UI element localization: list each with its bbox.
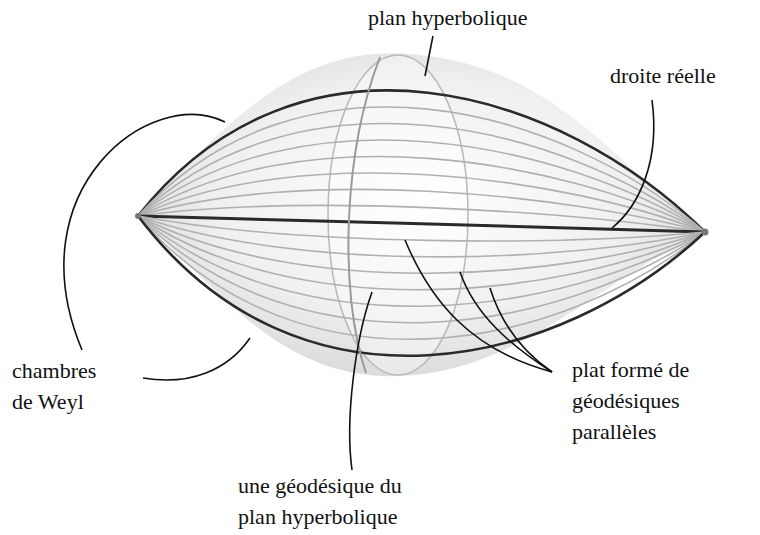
callout-label: droite réelle bbox=[610, 60, 756, 91]
geodesic bbox=[138, 216, 705, 323]
callout-label-box: une géodésique du plan hyperbolique bbox=[238, 470, 443, 532]
callout-label-box: plan hyperbolique bbox=[368, 2, 598, 33]
leader-line bbox=[143, 338, 250, 380]
leader-line bbox=[64, 115, 225, 350]
callout-label-box: plat formé de géodésiques parallèles bbox=[572, 354, 747, 447]
geodesic bbox=[138, 216, 705, 273]
callout-label: plan hyperbolique bbox=[368, 2, 598, 33]
callout-label-box: chambres de Weyl bbox=[12, 355, 117, 417]
geodesic bbox=[138, 189, 705, 232]
plane-geodesic bbox=[348, 57, 380, 373]
callout-label: une géodésique du plan hyperbolique bbox=[238, 470, 443, 532]
geodesic bbox=[138, 216, 705, 257]
leader-line bbox=[612, 100, 654, 228]
geodesic bbox=[138, 140, 705, 232]
leader-line bbox=[350, 292, 372, 470]
lens-surface bbox=[138, 53, 705, 376]
geodesic bbox=[138, 173, 705, 232]
callout-label: plat formé de géodésiques parallèles bbox=[572, 354, 747, 447]
geodesic bbox=[138, 216, 705, 339]
geodesic bbox=[138, 107, 705, 232]
leader-line bbox=[425, 36, 433, 76]
end-point bbox=[135, 213, 141, 219]
parallel-geodesics bbox=[138, 90, 705, 355]
weyl-chamber-wall bbox=[138, 216, 705, 356]
geodesic bbox=[138, 216, 705, 306]
callout-label-box: droite réelle bbox=[610, 60, 756, 91]
callout-label: chambres de Weyl bbox=[12, 355, 117, 417]
leader-lines bbox=[64, 36, 654, 470]
leader-line bbox=[405, 240, 552, 372]
hyperbolic-plane bbox=[328, 55, 468, 375]
end-point bbox=[702, 229, 709, 236]
real-line bbox=[138, 216, 705, 232]
leader-line bbox=[490, 288, 552, 372]
weyl-chamber-wall bbox=[138, 90, 705, 232]
geodesic bbox=[138, 124, 705, 232]
leader-line bbox=[460, 272, 552, 372]
